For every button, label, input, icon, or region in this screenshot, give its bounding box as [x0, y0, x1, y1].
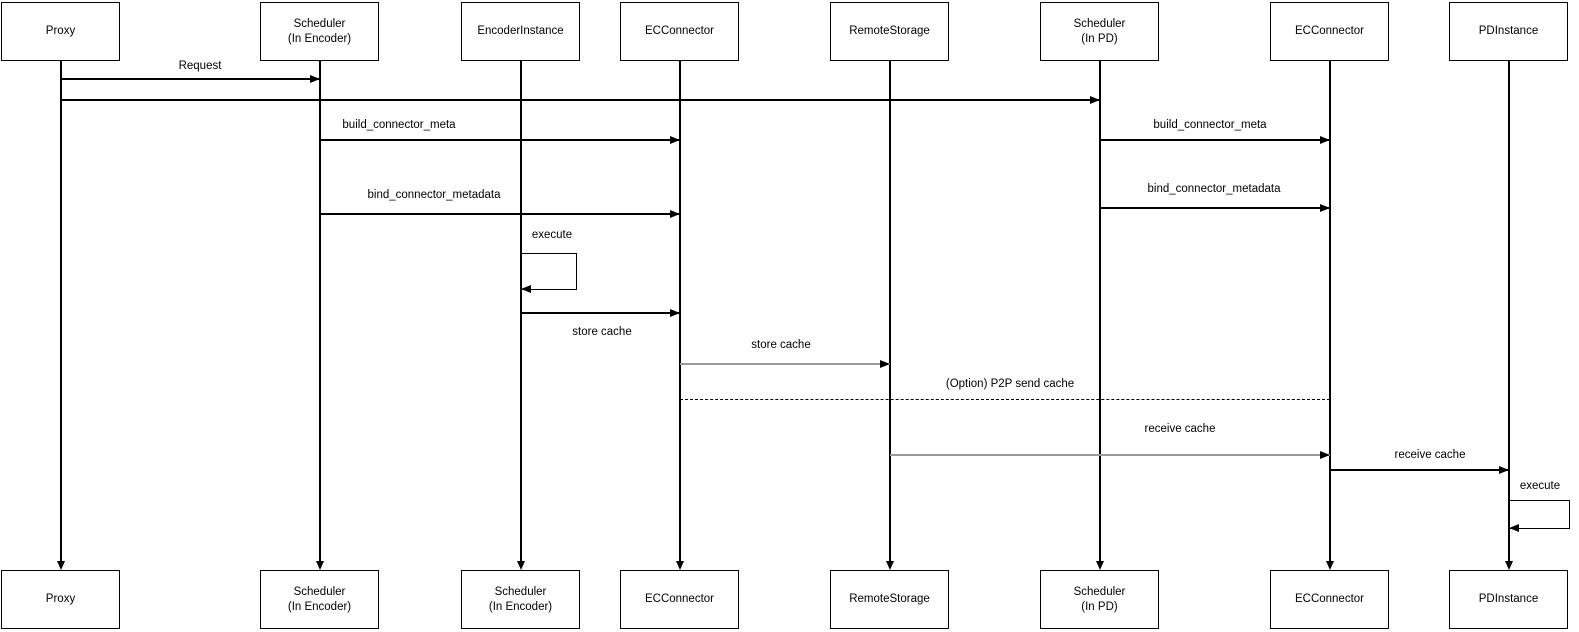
message-label-bind-connector-meta-pd: bind_connector_metadata — [1145, 183, 1283, 195]
message-arrowhead-bind-connector-meta-enc — [670, 209, 680, 218]
actor-bottom-box-ec-connector-pd: ECConnector — [1270, 570, 1389, 629]
message-line-store-cache-remote — [680, 363, 890, 365]
message-label-build-connector-meta-pd: build_connector_meta — [1151, 119, 1269, 131]
actor-label-line: Scheduler — [1073, 17, 1126, 30]
message-line-bind-connector-meta-enc — [320, 213, 680, 215]
actor-label-line: ECConnector — [644, 25, 715, 37]
actor-label-line: (In Encoder) — [287, 600, 352, 613]
message-arrowhead-store-cache-remote — [880, 359, 890, 368]
lifeline-arrowhead-scheduler-encoder — [315, 561, 324, 570]
actor-label-line: PDInstance — [1478, 25, 1539, 37]
actor-label-line: (In PD) — [1081, 600, 1118, 613]
lifeline-scheduler-pd — [1099, 61, 1101, 562]
actor-label-line: ECConnector — [644, 593, 715, 605]
actor-label-line: Scheduler — [293, 585, 346, 598]
message-line-store-cache-encoder — [521, 312, 680, 314]
message-line-build-connector-meta-pd — [1100, 139, 1330, 141]
actor-label-line: EncoderInstance — [477, 25, 564, 37]
actor-top-box-scheduler-encoder: Scheduler (In Encoder) — [260, 2, 379, 61]
actor-bottom-box-scheduler-pd: Scheduler (In PD) — [1040, 570, 1159, 629]
lifeline-arrowhead-encoder-instance — [516, 561, 525, 570]
actor-bottom-box-proxy: Proxy — [1, 570, 120, 629]
lifeline-scheduler-encoder — [319, 61, 321, 562]
message-label-store-cache-remote: store cache — [749, 339, 813, 351]
actor-label-line: ECConnector — [1294, 25, 1365, 37]
actor-label-line: (In PD) — [1081, 32, 1118, 45]
lifeline-arrowhead-ec-connector-pd — [1325, 561, 1334, 570]
message-arrowhead-store-cache-encoder — [670, 308, 680, 317]
actor-label-line: Scheduler — [293, 17, 346, 30]
actor-bottom-box-encoder-instance: Scheduler (In Encoder) — [461, 570, 580, 629]
lifeline-arrowhead-pd-instance — [1504, 561, 1513, 570]
lifeline-arrowhead-scheduler-pd — [1095, 561, 1104, 570]
lifeline-proxy — [60, 61, 62, 562]
message-label-build-connector-meta-enc: build_connector_meta — [340, 119, 458, 131]
actor-top-box-ec-connector-encoder: ECConnector — [620, 2, 739, 61]
lifeline-pd-instance — [1508, 61, 1510, 562]
lifeline-arrowhead-ec-connector-encoder — [675, 561, 684, 570]
actor-label-line: Scheduler — [494, 585, 547, 598]
lifeline-ec-connector-pd — [1329, 61, 1331, 562]
actor-label-line: ECConnector — [1294, 593, 1365, 605]
actor-label-line: Scheduler — [1073, 585, 1126, 598]
message-label-request: Request — [176, 60, 224, 72]
message-line-p2p-send-cache — [680, 399, 1330, 401]
self-loop-label-execute-encoder: execute — [529, 229, 575, 241]
self-loop-label-execute-pd: execute — [1517, 480, 1563, 492]
actor-bottom-box-pd-instance: PDInstance — [1449, 570, 1568, 629]
message-line-request — [61, 78, 320, 80]
self-loop-arrowhead-execute-pd — [1509, 524, 1519, 532]
message-label-p2p-send-cache: (Option) P2P send cache — [943, 378, 1077, 390]
actor-label-line: (In Encoder) — [287, 32, 352, 45]
lifeline-remote-storage — [889, 61, 891, 562]
message-label-bind-connector-meta-enc: bind_connector_metadata — [365, 189, 503, 201]
actor-bottom-box-ec-connector-encoder: ECConnector — [620, 570, 739, 629]
self-loop-arrowhead-execute-encoder — [521, 285, 531, 293]
message-label-receive-cache-pd: receive cache — [1392, 449, 1468, 461]
actor-label-line: (In Encoder) — [488, 600, 553, 613]
actor-top-box-proxy: Proxy — [1, 2, 120, 61]
message-arrowhead-request — [310, 74, 320, 83]
actor-label-line: Proxy — [45, 25, 76, 37]
actor-label-line: Proxy — [45, 593, 76, 605]
lifeline-encoder-instance — [520, 61, 522, 562]
message-line-receive-cache-ec — [890, 454, 1330, 456]
actor-top-box-pd-instance: PDInstance — [1449, 2, 1568, 61]
actor-top-box-ec-connector-pd: ECConnector — [1270, 2, 1389, 61]
message-label-receive-cache-ec: receive cache — [1142, 423, 1218, 435]
self-loop-execute-encoder — [521, 253, 577, 290]
actor-bottom-box-remote-storage: RemoteStorage — [830, 570, 949, 629]
actor-bottom-box-scheduler-encoder: Scheduler (In Encoder) — [260, 570, 379, 629]
message-arrowhead-receive-cache-ec — [1320, 450, 1330, 459]
message-line-proxy-to-scheduler-pd — [61, 99, 1100, 101]
actor-label-line: PDInstance — [1478, 593, 1539, 605]
actor-top-box-scheduler-pd: Scheduler (In PD) — [1040, 2, 1159, 61]
self-loop-execute-pd — [1509, 500, 1570, 529]
actor-top-box-encoder-instance: EncoderInstance — [461, 2, 580, 61]
message-arrowhead-proxy-to-scheduler-pd — [1090, 95, 1100, 104]
message-label-store-cache-encoder: store cache — [570, 326, 634, 338]
message-arrowhead-receive-cache-pd — [1499, 465, 1509, 474]
message-line-build-connector-meta-enc — [320, 139, 680, 141]
lifeline-arrowhead-proxy — [56, 561, 65, 570]
actor-label-line: RemoteStorage — [849, 593, 930, 605]
lifeline-arrowhead-remote-storage — [885, 561, 894, 570]
actor-top-box-remote-storage: RemoteStorage — [830, 2, 949, 61]
message-line-receive-cache-pd — [1330, 469, 1509, 471]
message-arrowhead-build-connector-meta-enc — [670, 135, 680, 144]
message-line-bind-connector-meta-pd — [1100, 207, 1330, 209]
message-arrowhead-build-connector-meta-pd — [1320, 135, 1330, 144]
message-arrowhead-bind-connector-meta-pd — [1320, 203, 1330, 212]
actor-label-line: RemoteStorage — [849, 25, 930, 37]
